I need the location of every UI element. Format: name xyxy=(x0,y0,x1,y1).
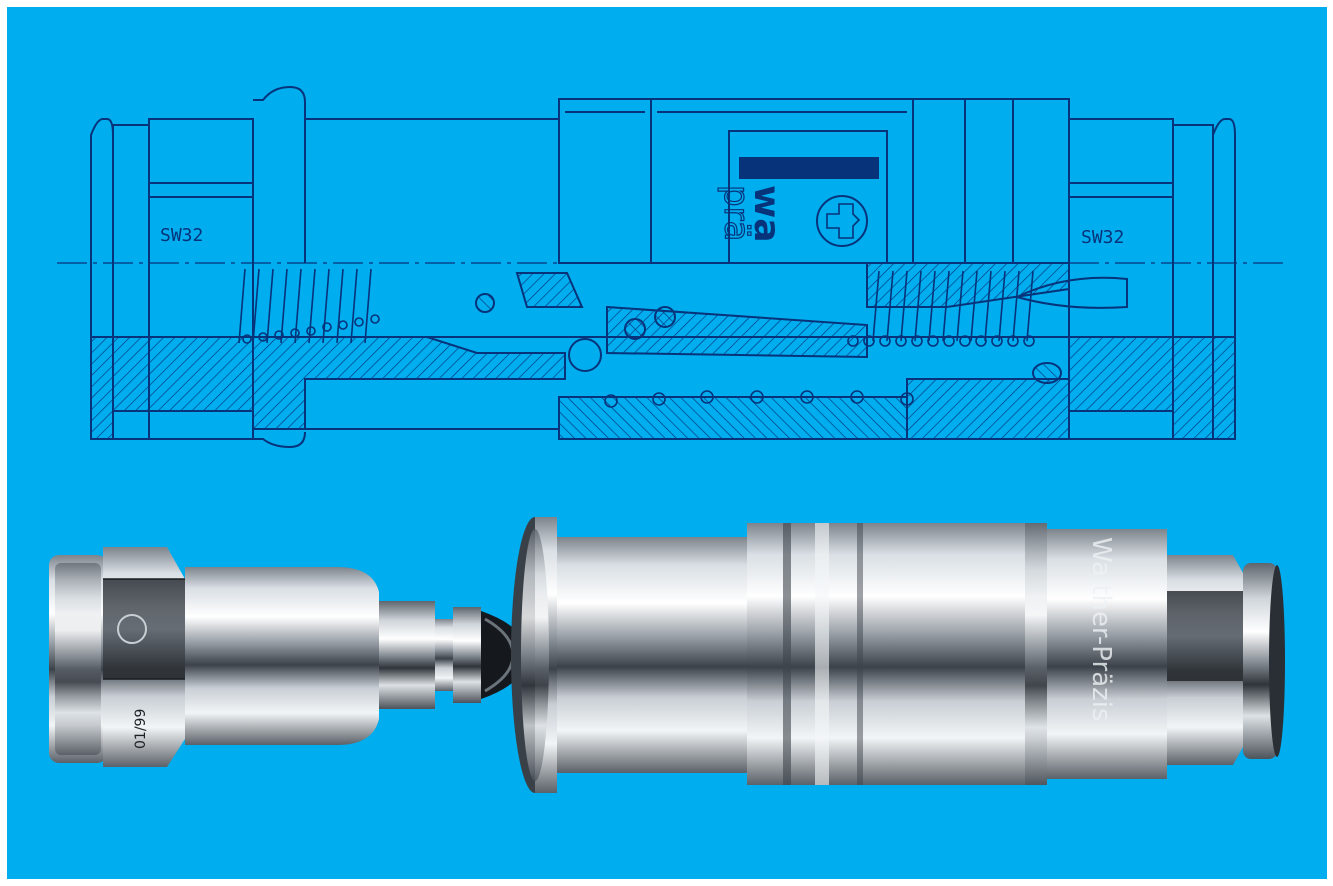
logo-plate xyxy=(728,130,888,264)
logo-text-top: wa xyxy=(746,185,787,243)
technical-drawing xyxy=(57,85,1289,449)
plug-nipple-photo xyxy=(49,547,527,767)
locking-ball xyxy=(568,338,602,372)
o-ring xyxy=(1032,362,1062,384)
logo-black-bar xyxy=(739,157,879,179)
o-ring xyxy=(475,293,495,313)
left-hex-nut xyxy=(90,118,254,440)
logo-text-bottom: prä xyxy=(716,185,756,241)
wrench-size-right: SW32 xyxy=(1081,227,1124,248)
blue-background: SW32 SW32 wa prä 01/99 xyxy=(7,7,1327,879)
coupling-illustration: SW32 SW32 wa prä 01/99 xyxy=(49,85,1289,793)
lower-spring xyxy=(604,390,914,408)
wrench-size-left: SW32 xyxy=(160,225,203,246)
coupling-body-outline xyxy=(558,98,1070,264)
o-ring xyxy=(654,306,676,328)
coupling-engraving: Walther-Präzis xyxy=(1086,537,1116,722)
valve-cone xyxy=(1014,276,1128,309)
right-spring xyxy=(847,270,1035,347)
logo-emblem-circle xyxy=(816,195,868,247)
plug-logo-emblem xyxy=(117,614,147,644)
coupling-photo xyxy=(511,517,1285,793)
plug-date-stamp: 01/99 xyxy=(133,709,149,749)
left-spring xyxy=(238,268,380,344)
left-collar xyxy=(253,85,559,263)
o-ring xyxy=(624,318,646,340)
section-view xyxy=(90,262,1236,449)
